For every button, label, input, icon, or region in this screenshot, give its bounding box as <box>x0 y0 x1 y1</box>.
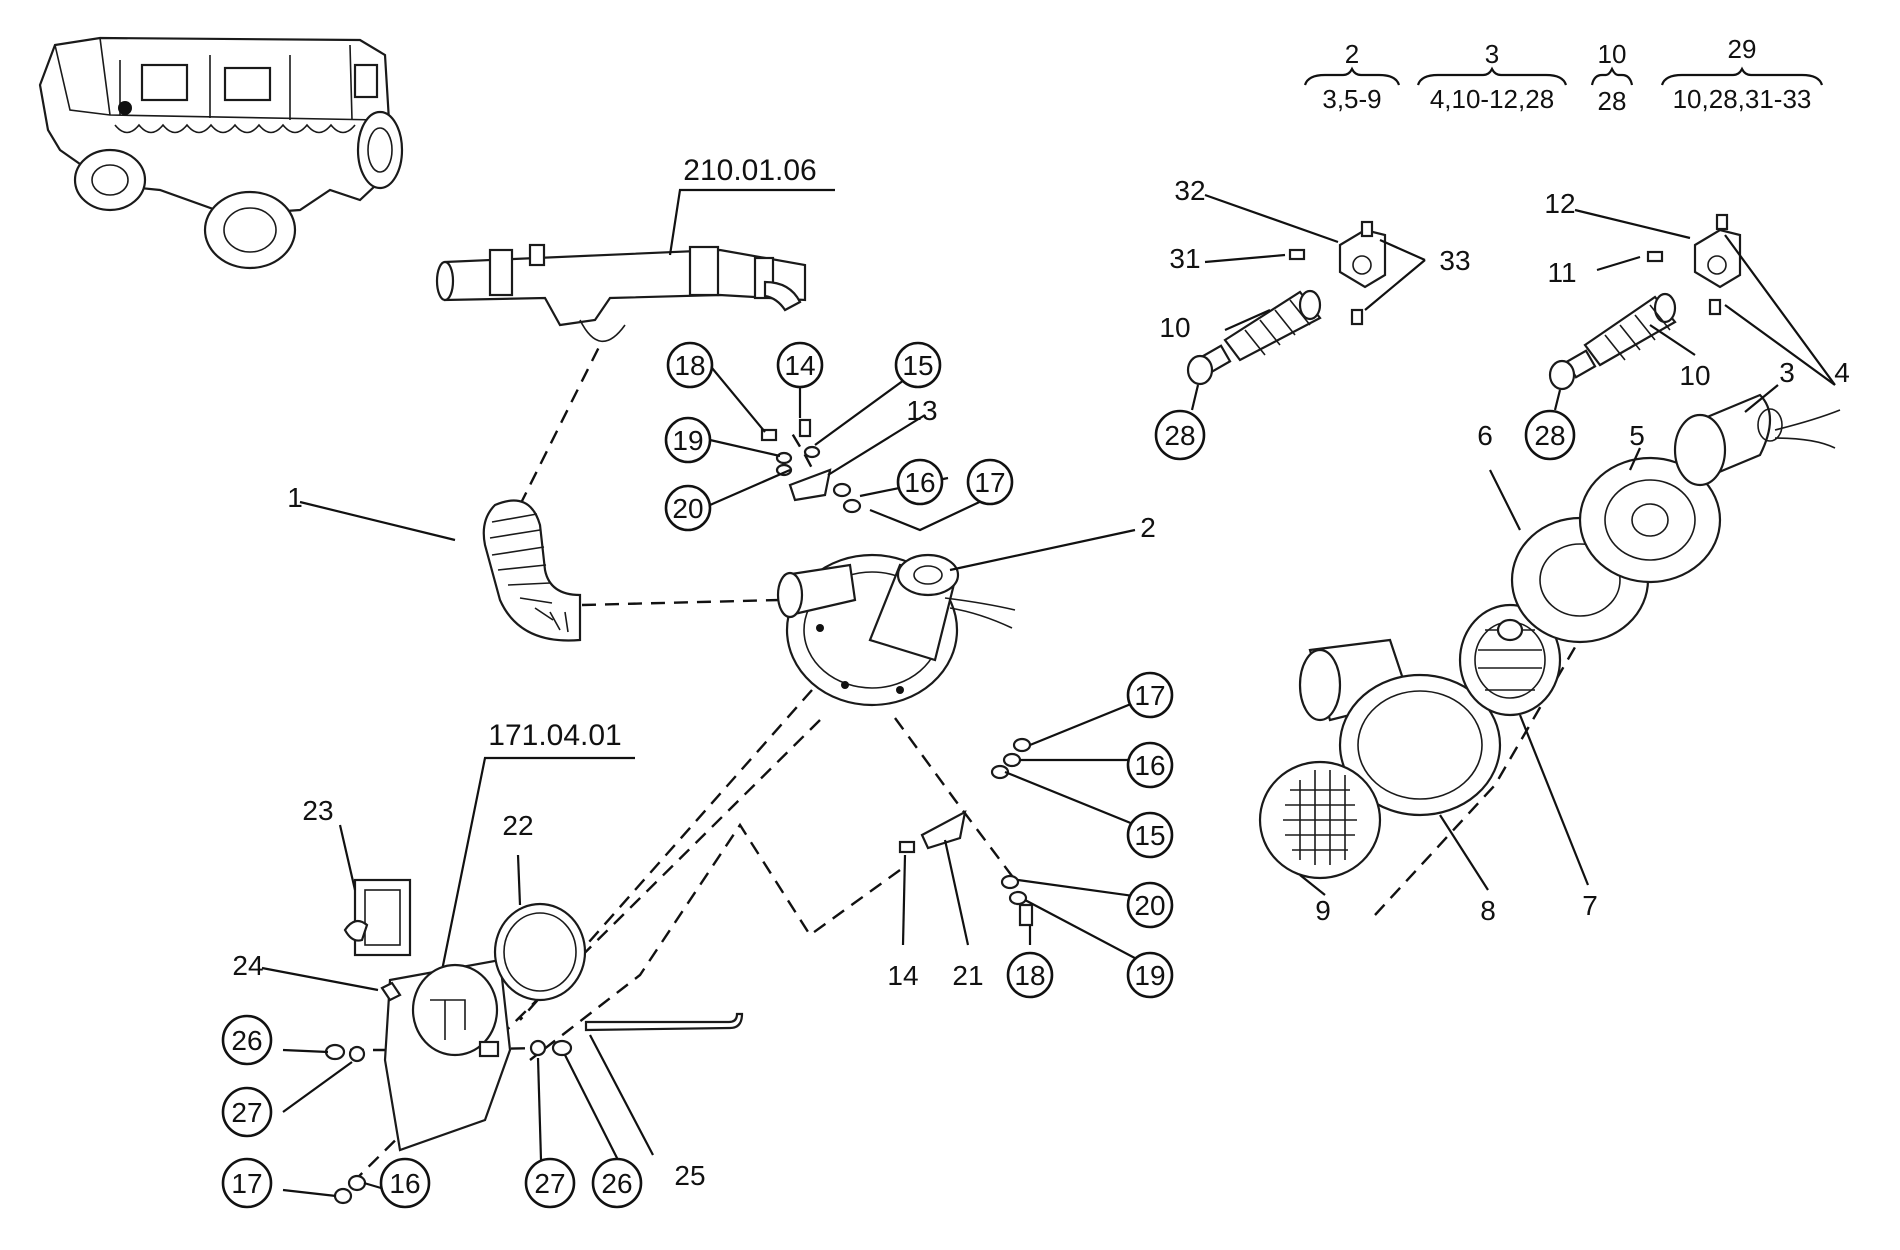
label-13: 13 <box>906 395 937 426</box>
label-10-right: 10 <box>1679 360 1710 391</box>
circle-label-20-top: 20 <box>664 484 712 532</box>
circle-label-16-bottom: 16 <box>379 1157 431 1209</box>
circle-label-18-bottom: 18 <box>1006 951 1054 999</box>
svg-text:17: 17 <box>974 467 1005 498</box>
label-10-top: 10 <box>1159 312 1190 343</box>
circle-label-26-bottom: 26 <box>591 1157 643 1209</box>
circle-label-18-top: 18 <box>666 341 714 389</box>
motor-subassembly-left <box>1186 220 1387 386</box>
svg-text:18: 18 <box>1014 960 1045 991</box>
label-33: 33 <box>1439 245 1470 276</box>
label-4: 4 <box>1834 357 1850 388</box>
legend-group-29: 29 10,28,31-33 <box>1660 34 1824 114</box>
label-6: 6 <box>1477 420 1493 451</box>
circle-label-16-right: 16 <box>1126 741 1174 789</box>
label-9: 9 <box>1315 895 1331 926</box>
label-23: 23 <box>302 795 333 826</box>
svg-text:27: 27 <box>534 1168 565 1199</box>
svg-text:19: 19 <box>1134 960 1165 991</box>
circle-label-17-right: 17 <box>1126 671 1174 719</box>
reference-housing-number: 171.04.01 <box>488 719 621 752</box>
blower-exploded-view <box>1258 393 1841 880</box>
label-32: 32 <box>1174 175 1205 206</box>
legend-group-3-part: 3 <box>1485 39 1499 69</box>
svg-text:15: 15 <box>1134 820 1165 851</box>
legend-group-29-contains: 10,28,31-33 <box>1673 84 1812 114</box>
vehicle-illustration <box>38 36 404 270</box>
leader-lines <box>261 193 1836 1198</box>
svg-text:20: 20 <box>672 493 703 524</box>
part-2-blower-assembly <box>776 553 1016 707</box>
circle-label-28-left: 28 <box>1154 409 1206 461</box>
svg-text:28: 28 <box>1534 420 1565 451</box>
legend-group-3-contains: 4,10-12,28 <box>1430 84 1554 114</box>
svg-text:19: 19 <box>672 425 703 456</box>
circle-label-20-right: 20 <box>1126 881 1174 929</box>
circle-label-28-right: 28 <box>1524 409 1576 461</box>
svg-text:28: 28 <box>1164 420 1195 451</box>
svg-text:26: 26 <box>231 1025 262 1056</box>
label-31: 31 <box>1169 243 1200 274</box>
circle-label-27-bottom: 27 <box>524 1157 576 1209</box>
circle-label-17-bottom: 17 <box>221 1157 273 1209</box>
svg-text:14: 14 <box>784 350 815 381</box>
circle-label-26-left: 26 <box>221 1014 273 1066</box>
legend-group-10-contains: 28 <box>1598 86 1627 116</box>
circled-labels: 18 14 15 19 20 16 17 28 28 17 16 15 20 1… <box>221 341 1576 1209</box>
label-7: 7 <box>1582 890 1598 921</box>
svg-text:27: 27 <box>231 1097 262 1128</box>
svg-text:18: 18 <box>674 350 705 381</box>
svg-text:16: 16 <box>1134 750 1165 781</box>
label-25: 25 <box>674 1160 705 1191</box>
circle-label-16-top: 16 <box>896 458 944 506</box>
legend-group-10: 10 28 <box>1590 39 1634 116</box>
plain-labels: 1 2 3 4 5 6 7 8 9 10 10 11 12 13 14 21 2… <box>232 175 1849 1191</box>
svg-text:16: 16 <box>904 467 935 498</box>
circle-label-17-top: 17 <box>966 458 1014 506</box>
label-12: 12 <box>1544 188 1575 219</box>
label-5: 5 <box>1629 420 1645 451</box>
legend-group-2: 2 3,5-9 <box>1303 39 1401 114</box>
part-1-flexible-hose <box>482 499 582 642</box>
lower-fasteners <box>898 737 1034 927</box>
label-14-bottom: 14 <box>887 960 918 991</box>
svg-text:17: 17 <box>231 1168 262 1199</box>
reference-pipe-number: 210.01.06 <box>683 154 816 187</box>
circle-label-14-top: 14 <box>776 341 824 389</box>
label-1: 1 <box>287 482 303 513</box>
legend-group-29-part: 29 <box>1728 34 1757 64</box>
legend-group-3: 3 4,10-12,28 <box>1416 39 1568 114</box>
legend-group-10-part: 10 <box>1598 39 1627 69</box>
label-21: 21 <box>952 960 983 991</box>
svg-text:20: 20 <box>1134 890 1165 921</box>
legend-group-2-part: 2 <box>1345 39 1359 69</box>
circle-label-19-top: 19 <box>664 416 712 464</box>
label-11: 11 <box>1547 257 1576 288</box>
svg-text:17: 17 <box>1134 680 1165 711</box>
label-2: 2 <box>1140 512 1156 543</box>
lower-housing-assembly: 171.04.01 <box>324 719 744 1205</box>
legend-group-2-contains: 3,5-9 <box>1322 84 1381 114</box>
motor-subassembly-right <box>1548 213 1742 391</box>
circle-label-15-top: 15 <box>894 341 942 389</box>
upper-fasteners <box>760 418 862 514</box>
svg-text:26: 26 <box>601 1168 632 1199</box>
label-24: 24 <box>232 950 263 981</box>
circle-label-15-right: 15 <box>1126 811 1174 859</box>
label-22: 22 <box>502 810 533 841</box>
svg-text:15: 15 <box>902 350 933 381</box>
svg-text:16: 16 <box>389 1168 420 1199</box>
label-3: 3 <box>1779 357 1795 388</box>
label-8: 8 <box>1480 895 1496 926</box>
circle-label-19-bottom: 19 <box>1126 951 1174 999</box>
circle-label-27-left: 27 <box>221 1086 273 1138</box>
reference-pipe-assembly: 210.01.06 <box>435 154 835 343</box>
